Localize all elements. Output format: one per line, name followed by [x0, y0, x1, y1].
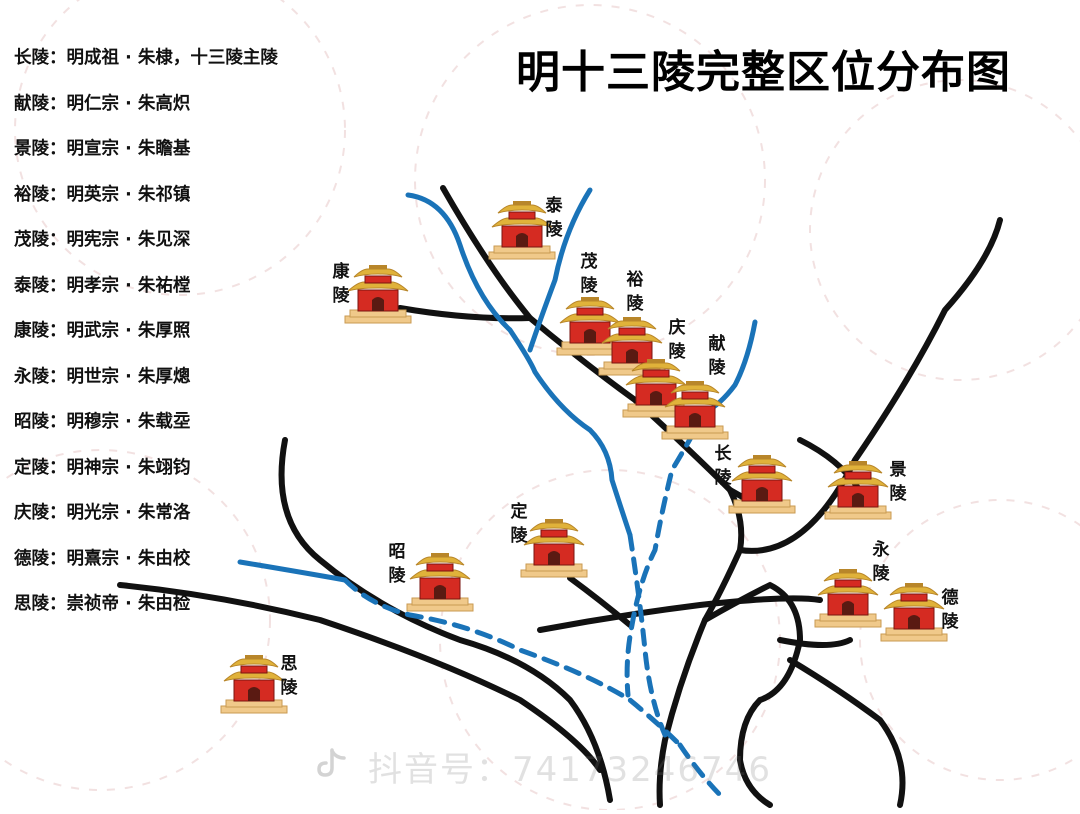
river-south-dashed	[677, 742, 728, 803]
legend-item: 昭陵：明穆宗 · 朱载坖	[14, 412, 191, 432]
tomb-icon-chang	[728, 455, 796, 514]
tomb-icon-kang	[344, 265, 412, 324]
tomb-label-mao: 茂陵	[580, 252, 598, 296]
tomb-label-chang: 长陵	[714, 444, 732, 488]
douyin-logo-icon	[317, 748, 346, 777]
legend-item: 茂陵：明宪宗 · 朱见深	[14, 230, 191, 250]
river-west	[237, 559, 348, 583]
legend-item: 康陵：明武宗 · 朱厚照	[14, 321, 191, 341]
river-tai-branch	[527, 187, 593, 353]
road-southwest	[117, 582, 603, 773]
road-east-loop	[787, 657, 906, 808]
tomb-icons	[220, 201, 948, 714]
road-ding-branch	[567, 575, 633, 628]
road-central-trunk	[656, 487, 745, 808]
road-southeast-loop	[702, 582, 803, 808]
legend-item: 泰陵：明孝宗 · 朱祐樘	[14, 275, 191, 296]
tomb-icon-de	[880, 583, 948, 642]
tomb-icon-zhao	[406, 553, 474, 612]
tomb-label-de: 德陵	[941, 588, 959, 632]
tomb-label-jing: 景陵	[889, 460, 907, 504]
legend-item: 长陵：明成祖 · 朱棣，十三陵主陵	[14, 48, 278, 68]
tomb-icon-jing	[824, 461, 892, 520]
tomb-label-tai: 泰陵	[545, 196, 563, 240]
tomb-label-xian: 献陵	[708, 334, 726, 378]
road-kang-branch	[397, 305, 533, 322]
tomb-icon-qing	[622, 359, 690, 418]
river-north-main	[405, 192, 633, 538]
road-east-highway	[737, 217, 1003, 554]
tomb-icon-tai	[488, 201, 556, 260]
legend-item: 庆陵：明光宗 · 朱常洛	[14, 503, 191, 523]
map-title: 明十三陵完整区位分布图	[516, 47, 1011, 98]
legend-item: 献陵：明仁宗 · 朱高炽	[14, 93, 191, 114]
tomb-label-zhao: 昭陵	[388, 542, 406, 586]
tomb-label-ding: 定陵	[510, 502, 528, 546]
road-west-ring	[278, 437, 613, 803]
seasonal-river-network	[342, 409, 728, 803]
tomb-label-qing: 庆陵	[668, 318, 686, 362]
road-cross-east	[537, 595, 823, 633]
tomb-icon-mao	[556, 297, 624, 356]
tomb-icon-si	[220, 655, 288, 714]
legend-item: 永陵：明世宗 · 朱厚熜	[14, 366, 191, 387]
river-west-dashed	[342, 577, 683, 748]
tomb-legend: 长陵：明成祖 · 朱棣，十三陵主陵 献陵：明仁宗 · 朱高炽 景陵：明宣宗 · …	[14, 40, 278, 632]
tomb-label-yong: 永陵	[872, 540, 890, 584]
tomb-label-si: 思陵	[280, 654, 298, 698]
tomb-label-kang: 康陵	[332, 262, 350, 306]
tomb-icon-ding	[520, 519, 588, 578]
legend-item: 思陵：崇祯帝 · 朱由检	[14, 594, 191, 614]
tomb-icon-yu	[598, 317, 666, 376]
tomb-label-yu: 裕陵	[626, 270, 644, 314]
legend-item: 定陵：明神宗 · 朱翊钧	[14, 457, 191, 478]
legend-item: 裕陵：明英宗 · 朱祁镇	[14, 184, 191, 205]
tomb-icon-xian	[661, 381, 729, 440]
douyin-watermark: 抖音号：74173246746	[368, 750, 772, 790]
river-central-dashed	[627, 532, 668, 738]
river-chang-dashed	[624, 409, 708, 698]
legend-item: 景陵：明宣宗 · 朱瞻基	[14, 139, 191, 159]
road-de-branch	[777, 637, 853, 648]
tomb-icon-yong	[814, 569, 882, 628]
legend-item: 德陵：明熹宗 · 朱由校	[14, 548, 191, 569]
